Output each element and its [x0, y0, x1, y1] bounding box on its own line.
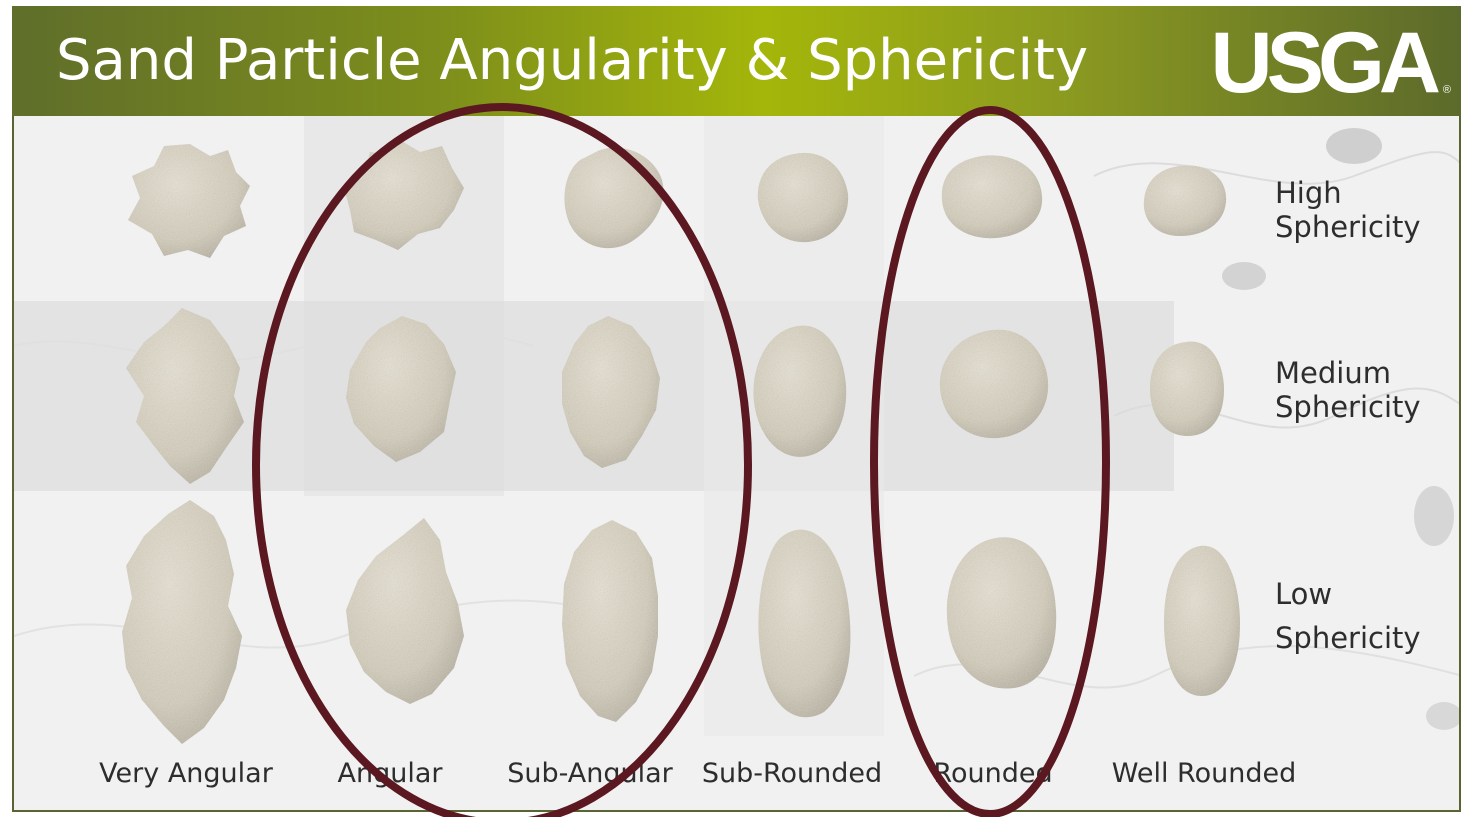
row-label-low-line2: Sphericity: [1275, 616, 1421, 660]
grain-angular-medium: [346, 316, 456, 462]
grain-very-angular-medium: [126, 308, 244, 484]
column-label-sub-angular: Sub-Angular: [507, 758, 673, 789]
registered-mark: ®: [1443, 84, 1451, 96]
row-label-high-line1: High: [1275, 176, 1421, 210]
slide-title: Sand Particle Angularity & Sphericity: [56, 28, 1088, 93]
grain-well-rounded-high: [1144, 165, 1226, 236]
column-label-angular: Angular: [338, 758, 443, 789]
grain-sub-angular-high: [564, 148, 663, 248]
row-label-medium: Medium Sphericity: [1275, 356, 1421, 424]
grain-very-angular-high: [128, 144, 250, 258]
grain-angular-low: [346, 518, 464, 704]
grain-very-angular-low: [122, 500, 242, 744]
row-label-low: Low Sphericity: [1275, 572, 1421, 660]
diagram-panel: [12, 116, 1461, 812]
grain-well-rounded-low: [1164, 546, 1240, 696]
column-label-very-angular: Very Angular: [99, 758, 273, 789]
grain-well-rounded-medium: [1150, 342, 1224, 436]
grain-sub-angular-medium: [562, 316, 660, 468]
column-label-rounded: Rounded: [933, 758, 1052, 789]
grain-grid: [14, 116, 1461, 812]
grain-sub-rounded-low: [758, 530, 850, 718]
grain-rounded-medium: [940, 330, 1048, 439]
grain-angular-high: [344, 140, 464, 250]
row-label-high: High Sphericity: [1275, 176, 1421, 244]
column-label-well-rounded: Well Rounded: [1112, 758, 1297, 789]
column-label-sub-rounded: Sub-Rounded: [702, 758, 882, 789]
grain-sub-rounded-medium: [753, 326, 846, 457]
grain-sub-angular-low: [562, 520, 658, 722]
row-label-high-line2: Sphericity: [1275, 210, 1421, 244]
row-label-medium-line2: Sphericity: [1275, 390, 1421, 424]
usga-logo: USGA: [1211, 20, 1435, 106]
row-label-medium-line1: Medium: [1275, 356, 1421, 390]
grain-rounded-low: [947, 537, 1056, 688]
grain-sub-rounded-high: [758, 153, 848, 242]
grain-rounded-high: [942, 155, 1042, 238]
row-label-low-line1: Low: [1275, 572, 1421, 616]
header-bar: Sand Particle Angularity & Sphericity US…: [12, 6, 1461, 116]
